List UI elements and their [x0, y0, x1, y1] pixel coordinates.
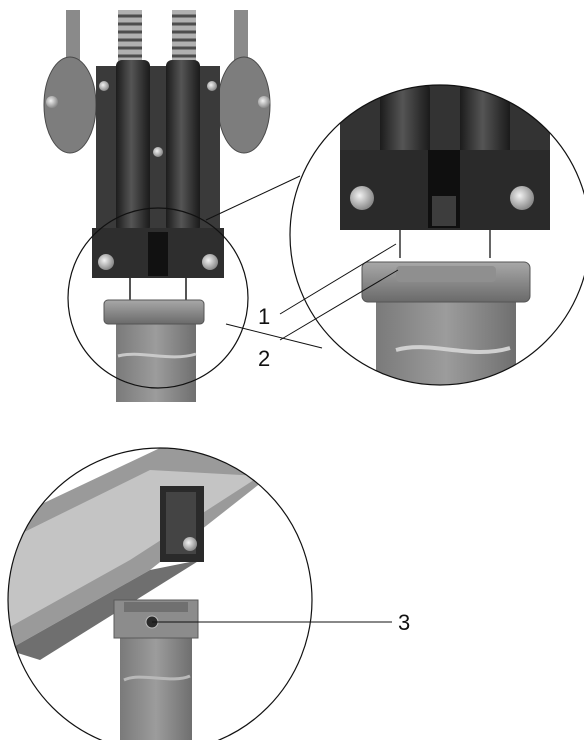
zoom-detail-clamp	[289, 84, 584, 386]
callout-label-3: 3	[398, 610, 410, 635]
detail-circle-source	[67, 207, 249, 389]
connector-line-upper	[205, 175, 301, 221]
zoom-detail-tube-end	[7, 447, 313, 740]
connector-line-lower	[225, 323, 323, 349]
upper-assembly-photo	[43, 10, 271, 402]
leader-line-1	[279, 243, 397, 315]
callout-label-1: 1	[258, 304, 270, 329]
callout-label-2: 2	[258, 346, 270, 371]
leader-line-2	[279, 269, 399, 341]
